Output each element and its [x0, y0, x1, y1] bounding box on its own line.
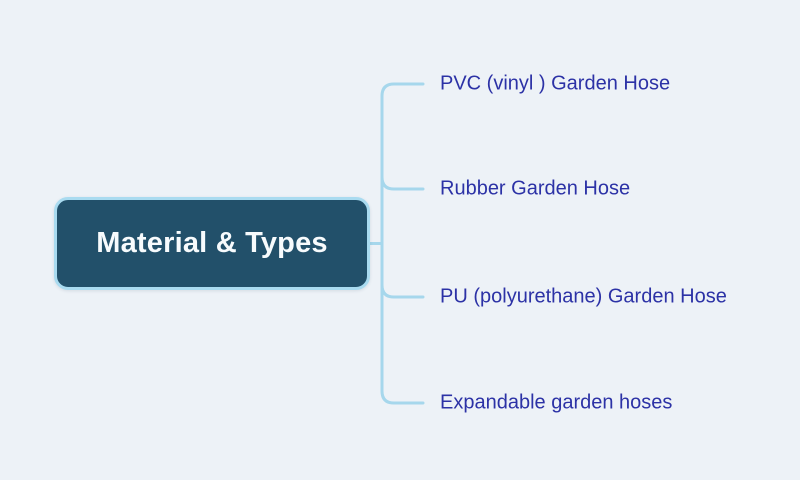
branch-label-pvc: PVC (vinyl ) Garden Hose	[440, 72, 671, 95]
branch-line-3	[380, 283, 425, 299]
root-node-label: Material & Types	[96, 227, 328, 259]
branch-label-expandable: Expandable garden hoses	[440, 391, 673, 414]
root-node: Material & Types	[54, 197, 370, 290]
branch-label-pu: PU (polyurethane) Garden Hose	[440, 285, 727, 308]
trunk-line	[380, 82, 425, 405]
branch-line-2	[380, 175, 425, 191]
branch-label-rubber: Rubber Garden Hose	[440, 177, 631, 200]
